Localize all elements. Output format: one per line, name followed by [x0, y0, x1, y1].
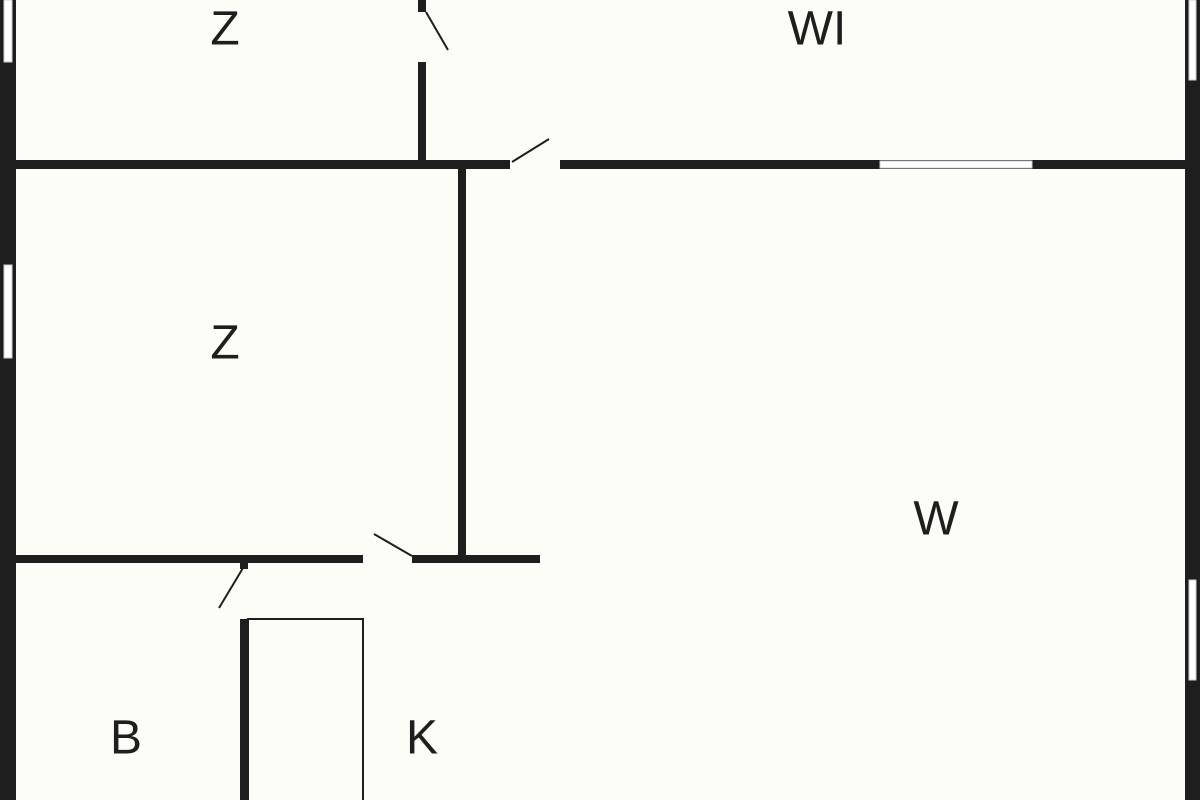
left-outer-wall [0, 0, 16, 800]
window [1188, 579, 1197, 681]
upper-horizontal-wall [8, 160, 510, 169]
room-label-kitchen: K [406, 712, 438, 765]
bathroom-wall-stub [240, 560, 248, 569]
top-partition-wall [418, 62, 426, 166]
window [1188, 0, 1197, 81]
top-partition-wall-stub [418, 0, 426, 12]
doors [218, 11, 550, 609]
room-label-living-main: W [913, 493, 959, 546]
bathroom-wall [240, 619, 248, 800]
door-swing [373, 533, 413, 557]
room-label-bathroom: B [110, 712, 142, 765]
middle-partition-wall [458, 165, 466, 560]
window [3, 0, 13, 63]
lower-horizontal-wall [8, 555, 363, 563]
window [879, 160, 1033, 169]
room-label-bedroom-middle: Z [210, 317, 239, 370]
door-swing [218, 567, 244, 609]
door-swing [425, 11, 449, 51]
kitchen-counter [247, 618, 364, 800]
window [3, 264, 13, 359]
lower-horizontal-wall-right [412, 555, 540, 563]
room-label-bedroom-top: Z [210, 3, 239, 56]
windows [3, 0, 1197, 681]
room-label-living-top: WI [788, 3, 847, 56]
upper-horizontal-wall-right [560, 160, 1190, 169]
door-swing [511, 138, 550, 163]
